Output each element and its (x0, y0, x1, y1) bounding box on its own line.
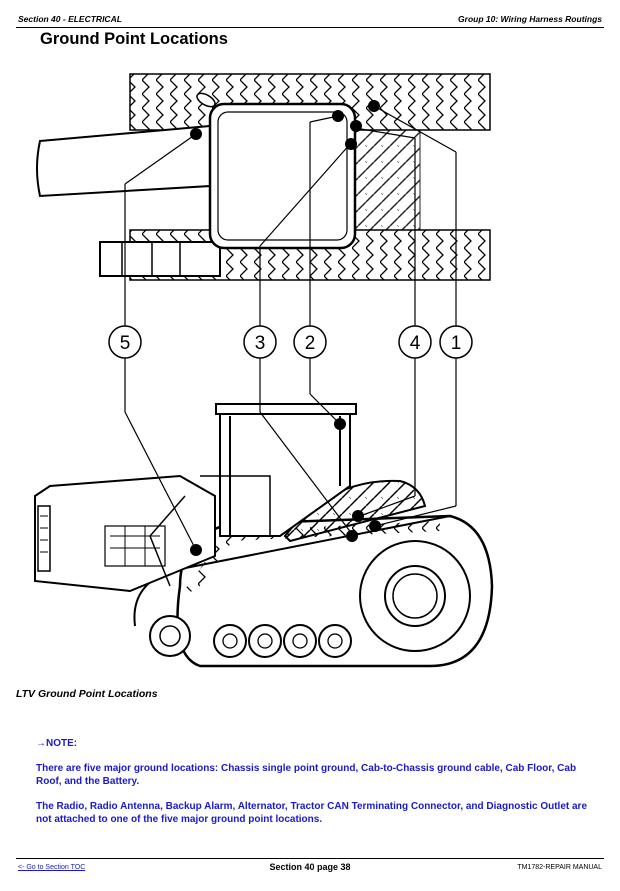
note-label: →NOTE: (36, 738, 78, 749)
note-paragraph: The Radio, Radio Antenna, Backup Alarm, … (36, 801, 588, 825)
svg-text:3: 3 (255, 333, 266, 354)
manual-id: TM1782-REPAIR MANUAL (517, 864, 602, 871)
ground-dot-5-top (190, 128, 202, 140)
figure-caption: LTV Ground Point Locations (16, 688, 158, 700)
ground-dot-2-top (332, 110, 344, 122)
footer-divider (16, 858, 604, 859)
callout-4: 4 (398, 325, 432, 359)
callout-1: 1 (439, 325, 473, 359)
page-title: Ground Point Locations (40, 30, 228, 48)
svg-text:5: 5 (120, 333, 131, 354)
ground-dot-1-top (368, 100, 380, 112)
ground-dot-4-side (352, 510, 364, 522)
svg-text:4: 4 (410, 333, 421, 354)
ground-dot-2-side (334, 418, 346, 430)
side-view (34, 403, 494, 668)
top-view (36, 73, 491, 281)
ground-dot-3-top (345, 138, 357, 150)
header-divider (16, 27, 604, 28)
callout-5: 5 (108, 325, 142, 359)
callout-2: 2 (293, 325, 327, 359)
ground-dot-1-side (369, 520, 381, 532)
ground-points-figure: 5 3 2 4 1 (30, 66, 510, 681)
go-to-section-toc-link[interactable]: <- Go to Section TOC (18, 864, 86, 871)
header-group: Group 10: Wiring Harness Routings (458, 14, 602, 24)
svg-text:2: 2 (305, 333, 316, 354)
ground-dot-4-top (350, 120, 362, 132)
ground-point-dots (190, 100, 381, 556)
svg-text:1: 1 (451, 333, 462, 354)
note-paragraph: There are five major ground locations: C… (36, 763, 577, 787)
header-section: Section 40 - ELECTRICAL (18, 14, 122, 24)
callout-3: 3 (243, 325, 277, 359)
page-number: Section 40 page 38 (269, 862, 351, 872)
ground-dot-5-side (190, 544, 202, 556)
tractor-illustration: 5 3 2 4 1 (34, 73, 494, 668)
ground-dot-3-side (346, 530, 358, 542)
